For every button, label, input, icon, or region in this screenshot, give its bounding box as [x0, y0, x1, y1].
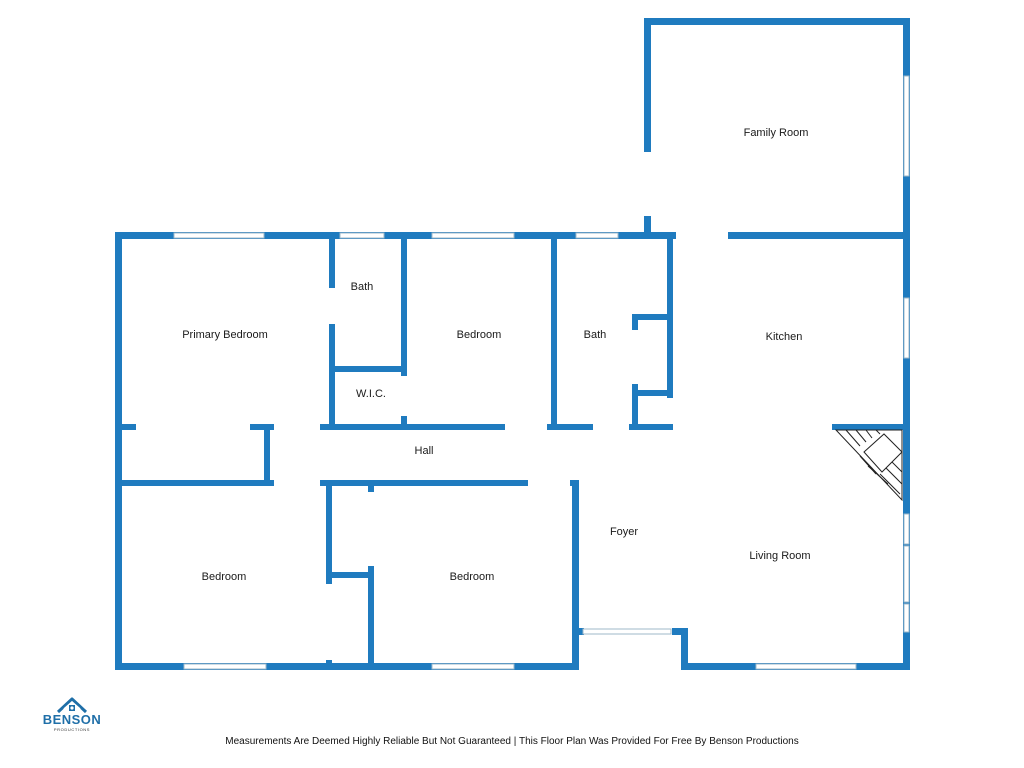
room-label-wic: W.I.C.	[356, 388, 386, 400]
wall	[329, 366, 405, 372]
house-roof-icon	[56, 697, 88, 714]
wall	[115, 232, 122, 670]
wall	[326, 572, 374, 578]
wall	[264, 424, 270, 486]
room-label-family-room: Family Room	[744, 127, 809, 139]
fireplace-box	[863, 433, 903, 473]
windows	[173, 75, 910, 670]
door-opening	[632, 330, 638, 384]
door-opening	[368, 492, 374, 566]
wall	[572, 480, 579, 670]
door-opening	[326, 584, 332, 660]
room-label-bedroom-bottom-left: Bedroom	[202, 571, 247, 583]
window	[183, 663, 267, 670]
wall	[832, 424, 910, 430]
window	[339, 232, 385, 239]
window	[582, 628, 672, 635]
window	[431, 232, 515, 239]
room-label-bath-primary: Bath	[351, 281, 374, 293]
room-label-kitchen: Kitchen	[766, 331, 803, 343]
window	[903, 513, 910, 545]
room-label-bath-hall: Bath	[584, 329, 607, 341]
door-opening	[528, 480, 570, 486]
brand-name: BENSON	[42, 712, 102, 727]
wall	[115, 424, 673, 430]
wall	[115, 663, 579, 670]
wall	[572, 628, 584, 635]
wall	[644, 18, 651, 238]
door-opening	[667, 398, 673, 424]
wall	[672, 628, 688, 635]
wall	[632, 314, 672, 320]
fireplace	[834, 429, 903, 502]
wall	[644, 18, 910, 25]
footer-disclaimer: Measurements Are Deemed Highly Reliable …	[225, 736, 799, 747]
window	[755, 663, 857, 670]
fireplace-hatching	[845, 429, 903, 495]
wall	[115, 232, 655, 239]
door-opening	[593, 424, 629, 430]
window	[431, 663, 515, 670]
wall	[551, 236, 557, 430]
door-opening	[505, 424, 547, 430]
wall	[632, 390, 672, 396]
room-label-living-room: Living Room	[749, 550, 810, 562]
room-label-foyer: Foyer	[610, 526, 638, 538]
wall	[115, 480, 579, 486]
door-opening	[274, 480, 320, 486]
room-label-bedroom-top: Bedroom	[457, 329, 502, 341]
room-label-bedroom-bottom-mid: Bedroom	[450, 571, 495, 583]
door-opening	[329, 288, 335, 324]
window	[903, 603, 910, 633]
wall	[644, 232, 910, 239]
wall	[329, 236, 335, 430]
window	[903, 297, 910, 359]
window	[903, 75, 910, 177]
window	[903, 545, 910, 603]
window	[575, 232, 619, 239]
door-opening	[676, 232, 728, 239]
fireplace-hearth	[834, 429, 903, 502]
wall	[681, 628, 688, 670]
door-opening	[644, 152, 651, 216]
wall	[401, 236, 407, 430]
wall	[667, 236, 673, 430]
room-label-primary-bedroom: Primary Bedroom	[182, 329, 268, 341]
door-opening	[401, 376, 407, 416]
room-label-hall: Hall	[415, 445, 434, 457]
window	[173, 232, 265, 239]
brand-tagline: PRODUCTIONS	[53, 727, 91, 732]
door-openings	[136, 152, 728, 660]
room-labels: Family Room Kitchen Primary Bedroom Bath…	[182, 127, 810, 583]
door-opening	[136, 424, 250, 430]
door-opening	[274, 424, 320, 430]
